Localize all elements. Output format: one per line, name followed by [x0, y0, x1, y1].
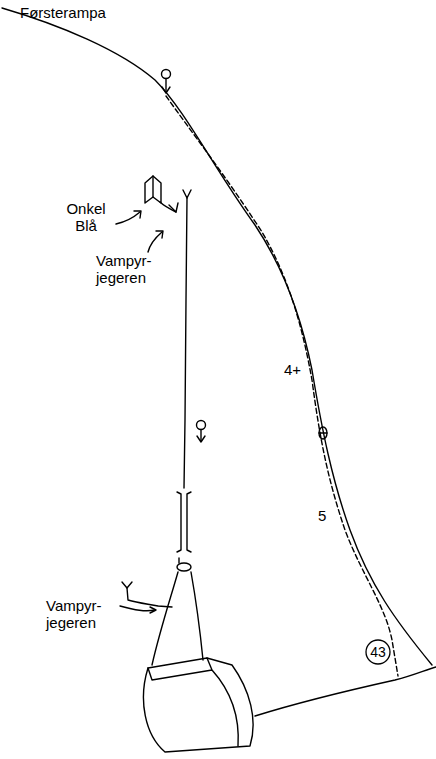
ground-line: [255, 667, 436, 716]
rock-outline: [2, 8, 432, 665]
leader-arrow: [134, 211, 141, 218]
leader-arrow: [116, 212, 140, 224]
bolt-symbol: [319, 427, 327, 439]
grade-label: 5: [318, 507, 338, 524]
fork-symbol: [169, 203, 178, 212]
route-name: Vampyr- jegeren: [46, 597, 112, 631]
boulder-edge: [148, 658, 238, 746]
crack-line: [152, 558, 203, 665]
route-line: [166, 96, 398, 676]
ring-symbol: [177, 563, 191, 571]
area-name: Førsterampa: [20, 4, 150, 21]
dihedral-icon: [145, 176, 161, 203]
fork-symbol: [122, 582, 132, 588]
route-number-text: 43: [370, 644, 386, 660]
anchor-symbol: [197, 421, 206, 443]
leader-arrow: [148, 232, 162, 252]
grade-label: 4+: [284, 361, 314, 378]
route-name: Vampyr- jegeren: [96, 252, 162, 286]
route-number: 43: [365, 639, 391, 665]
leader-arrow: [150, 607, 156, 613]
boulder: [143, 658, 253, 752]
anchor-symbol: [162, 70, 171, 94]
bracket-symbol: [177, 492, 191, 552]
variant-line: [127, 588, 172, 607]
fork-symbol: [183, 190, 191, 198]
crack-line: [184, 198, 187, 488]
route-name: Onkel Blå: [62, 200, 110, 234]
leader-arrow: [156, 231, 163, 238]
